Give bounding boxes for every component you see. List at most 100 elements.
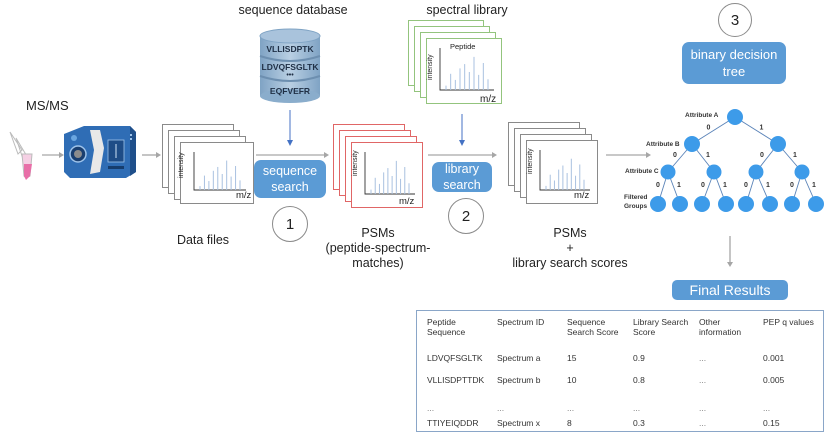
tree-decision-node: [770, 136, 786, 152]
table-cell: 0.001: [763, 353, 785, 363]
tree-decision-node: [706, 164, 722, 180]
table-cell: 0.9: [633, 353, 645, 363]
tree-decision-node: [660, 164, 676, 180]
scored-caption-line1: PSMs: [553, 226, 587, 240]
arrow-instrument-to-data: [142, 152, 161, 158]
scored-caption-line3: library search scores: [512, 256, 628, 270]
table-row: ..................: [427, 391, 823, 413]
table-cell: Spectrum x: [497, 418, 540, 428]
sample-tubes-icon: [9, 131, 33, 180]
psm-spectrum-plot: [364, 152, 415, 195]
tree-leaf-node: [808, 196, 824, 212]
msms-title: MS/MS: [26, 98, 69, 113]
scored-caption-line2: +: [566, 241, 574, 255]
arrow-tree-to-results: [727, 236, 733, 267]
library-search-label: library search: [443, 162, 481, 192]
table-cell: ...: [699, 403, 707, 413]
branch-label-1: 1: [766, 182, 770, 189]
table-cell: 0.15: [763, 418, 780, 428]
table-cell: ...: [633, 403, 641, 413]
header-spectrum-id: Spectrum ID: [497, 317, 545, 327]
psms-caption-line2: (peptide-spectrum-: [325, 241, 431, 255]
tree-leaf-node: [650, 196, 666, 212]
binary-decision-tree-button[interactable]: binary decision tree: [682, 42, 786, 84]
branch-label-1: 1: [812, 182, 816, 189]
mass-spectrometer-icon: [64, 126, 136, 178]
header-pep-q-values: PEP q values: [763, 317, 814, 327]
sequence-search-button[interactable]: sequence search: [254, 160, 326, 198]
tree-decision-node: [684, 136, 700, 152]
branch-label-0: 0: [790, 182, 794, 189]
filtered-groups-label: Filtered Groups: [624, 193, 647, 211]
scored-psm-spectrum-plot: [539, 150, 590, 191]
arrow-data-to-psms: [256, 152, 329, 158]
step-2-badge: 2: [448, 198, 484, 234]
library-y-axis-label: intensity: [427, 54, 434, 80]
psm-y-axis-label: intensity: [352, 150, 359, 176]
arrow-db-to-search: [287, 110, 293, 146]
scored-psms-caption: PSMs + library search scores: [490, 226, 650, 271]
table-cell: 10: [567, 375, 577, 385]
spectrum-axes: [193, 152, 246, 191]
tree-decision-node: [748, 164, 764, 180]
table-cell: TTIYEIQDDR: [427, 418, 479, 428]
library-spectrum-plot: [439, 48, 494, 91]
data-file-y-axis-label: intensity: [178, 152, 185, 178]
table-cell: 15: [567, 353, 577, 363]
filtered-groups-line2: Groups: [624, 203, 648, 210]
branch-label-0: 0: [701, 182, 705, 189]
data-file-spectrum-plot: [193, 152, 246, 191]
psms-caption: PSMs (peptide-spectrum- matches): [318, 226, 438, 271]
tree-leaf-node: [718, 196, 734, 212]
attribute-c-label: Attribute C: [625, 168, 659, 175]
sequence-search-label: sequence search: [262, 164, 318, 194]
branch-label-0: 0: [673, 152, 677, 159]
arrow-psms-to-scored: [428, 152, 497, 158]
spectrum-axes: [364, 152, 415, 195]
db-entry-ellipsis: •••: [286, 72, 294, 79]
arrow-library-to-search: [459, 114, 465, 146]
data-file-x-axis-label: m/z: [236, 190, 252, 201]
table-cell: ...: [699, 353, 707, 363]
binary-decision-tree-label: binary decision tree: [690, 47, 778, 79]
scored-x-axis-label: m/z: [574, 190, 590, 201]
branch-label-1: 1: [706, 152, 710, 159]
table-cell: 0.8: [633, 375, 645, 385]
tree-edge: [691, 116, 736, 145]
spectral-library-title: spectral library: [426, 3, 508, 17]
library-spectrum-title: Peptide: [450, 42, 476, 51]
table-cell: ...: [699, 375, 707, 385]
db-entry-3: EQFVEFR: [269, 86, 311, 96]
spectrum-axes: [539, 150, 590, 191]
branch-label-1: 1: [793, 152, 797, 159]
branch-label-0: 0: [656, 182, 660, 189]
library-search-button[interactable]: library search: [432, 162, 492, 192]
table-cell: Spectrum a: [497, 353, 541, 363]
branch-label-0: 0: [707, 125, 711, 132]
table-cell: ...: [427, 403, 435, 413]
tree-decision-node: [794, 164, 810, 180]
table-cell: 0.005: [763, 375, 785, 385]
library-spectrum: [426, 38, 502, 104]
tree-leaf-node: [784, 196, 800, 212]
library-x-axis-label: m/z: [480, 94, 497, 105]
tree-leaf-node: [672, 196, 688, 212]
attribute-b-label: Attribute B: [646, 141, 680, 148]
psm-x-axis-label: m/z: [399, 196, 415, 207]
step-1-badge: 1: [272, 206, 308, 242]
scored-psm-spectrum: [526, 140, 598, 204]
final-results-title: Final Results: [672, 280, 788, 300]
database-cylinder-icon: [259, 28, 321, 103]
table-cell: ...: [497, 403, 505, 413]
db-entry-1: VLLISDPTK: [266, 44, 314, 54]
psms-caption-line3: matches): [352, 256, 404, 270]
arrow-tubes-to-instrument: [42, 152, 64, 158]
table-cell: Spectrum b: [497, 375, 541, 385]
